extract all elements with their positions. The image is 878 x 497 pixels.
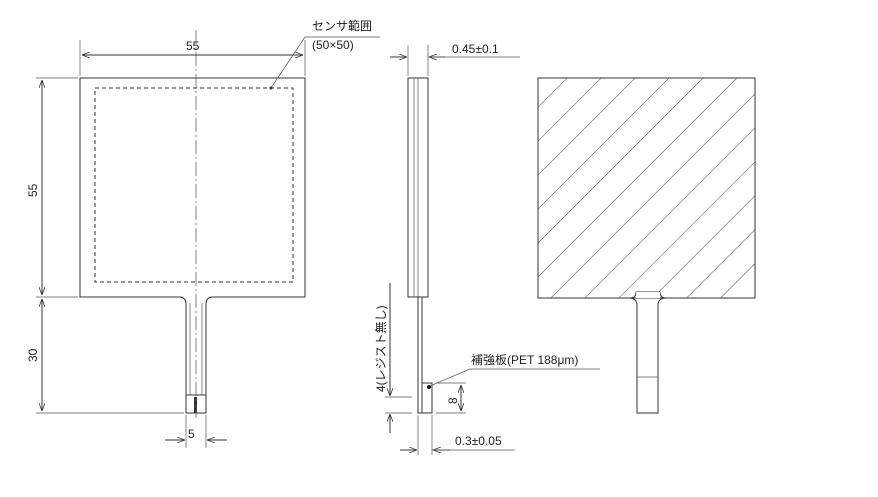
front-view: 55 55 30 5 センサ範囲 (50×50) <box>26 18 380 448</box>
tail-thickness-dim: 0.3±0.05 <box>455 434 502 448</box>
thickness-dim: 0.45±0.1 <box>452 42 499 56</box>
tail-width-dim: 5 <box>188 427 195 441</box>
resist-dim: 4(レジスト無し) <box>373 305 388 392</box>
sensor-size: (50×50) <box>312 38 354 52</box>
back-view <box>537 77 756 414</box>
sensor-label: センサ範囲 <box>312 18 372 33</box>
width-dim: 55 <box>186 39 200 53</box>
height-dim: 55 <box>26 183 40 197</box>
stiffener-label: 補強板(PET 188μm) <box>471 353 578 367</box>
stiffener <box>421 382 433 414</box>
tail-length-dim: 30 <box>26 348 40 362</box>
stiffener-dim: 8 <box>446 397 460 404</box>
sensor-area <box>94 87 294 283</box>
side-view: 0.45±0.1 0.3±0.05 4(レジスト無し) 8 補強板(PET 18… <box>373 42 600 455</box>
